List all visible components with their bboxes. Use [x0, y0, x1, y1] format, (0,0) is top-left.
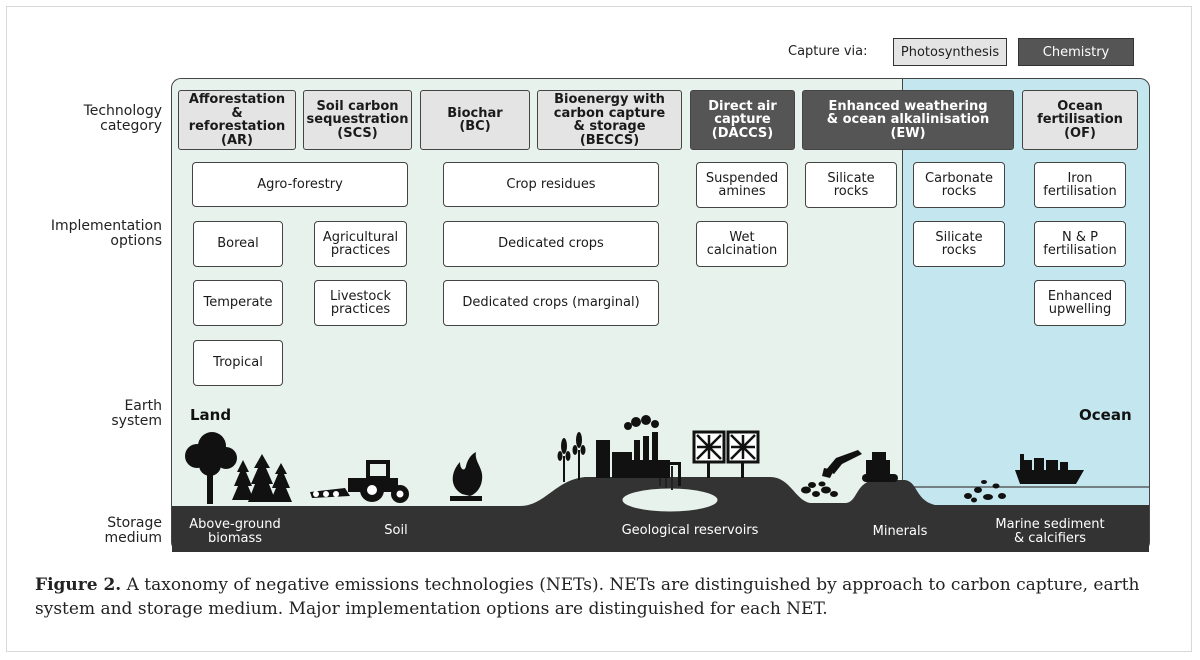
option-dedicated-crops-marginal: Dedicated crops (marginal)	[443, 280, 659, 326]
row-label-storage-medium: Storage medium	[104, 515, 162, 546]
option-silicate-rocks-ocean: Silicate rocks	[913, 221, 1005, 267]
reservoir-cavity	[621, 487, 719, 513]
storage-above-ground-biomass: Above-ground biomass	[189, 517, 281, 546]
row-label-technology-category: Technology category	[83, 103, 162, 134]
tractor-icon	[310, 460, 409, 503]
option-dedicated-crops: Dedicated crops	[443, 221, 659, 267]
category-bc: Biochar (BC)	[420, 90, 530, 150]
option-agro-forestry: Agro-forestry	[192, 162, 408, 207]
storage-marine-sediment: Marine sediment & calcifiers	[995, 517, 1105, 546]
option-np-fertilisation: N & P fertilisation	[1034, 221, 1126, 267]
category-ar: Afforestation & reforestation (AR)	[178, 90, 296, 150]
storage-minerals: Minerals	[872, 524, 928, 539]
figure-label: Figure 2.	[35, 575, 122, 595]
option-suspended-amines: Suspended amines	[696, 162, 788, 208]
category-beccs: Bioenergy with carbon capture & storage …	[537, 90, 682, 150]
fan-icon	[692, 430, 760, 478]
storage-soil: Soil	[384, 523, 408, 538]
figure-frame	[6, 6, 1192, 652]
legend-chemistry: Chemistry	[1018, 38, 1134, 66]
ground-surface	[172, 477, 1149, 552]
excavator-icon	[822, 450, 898, 482]
option-carbonate-rocks: Carbonate rocks	[913, 162, 1005, 208]
option-temperate: Temperate	[193, 280, 283, 326]
option-boreal: Boreal	[193, 221, 283, 267]
option-iron-fertilisation: Iron fertilisation	[1034, 162, 1126, 208]
category-scs: Soil carbon sequestration (SCS)	[303, 90, 412, 150]
option-livestock-practices: Livestock practices	[314, 280, 407, 326]
option-wet-calcination: Wet calcination	[696, 221, 788, 267]
option-enhanced-upwelling: Enhanced upwelling	[1034, 280, 1126, 326]
option-tropical: Tropical	[193, 340, 283, 386]
category-daccs: Direct air capture (DACCS)	[690, 90, 795, 150]
figure-caption: Figure 2. A taxonomy of negative emissio…	[35, 573, 1175, 621]
fire-icon	[450, 452, 483, 501]
legend-capture-label: Capture via:	[788, 44, 868, 59]
option-crop-residues: Crop residues	[443, 162, 659, 207]
row-label-implementation-options: Implementation options	[50, 218, 162, 249]
option-agricultural-practices: Agricultural practices	[314, 221, 407, 267]
pine-trees-icon	[232, 454, 292, 502]
category-ew: Enhanced weathering & ocean alkalinisati…	[802, 90, 1014, 150]
earth-system-land: Land	[190, 406, 232, 424]
row-label-earth-system: Earth system	[111, 398, 162, 429]
legend-photosynthesis: Photosynthesis	[893, 38, 1007, 66]
rocks-icon	[801, 481, 838, 497]
tree-icon	[185, 432, 237, 504]
ocean-rocks-icon	[964, 480, 1006, 503]
wheat-icon	[557, 432, 586, 482]
category-of: Ocean fertilisation (OF)	[1022, 90, 1138, 150]
storage-geological-reservoirs: Geological reservoirs	[621, 523, 759, 538]
caption-text: A taxonomy of negative emissions technol…	[35, 575, 1140, 619]
earth-system-ocean: Ocean	[1079, 406, 1132, 424]
factory-icon	[596, 415, 681, 486]
option-silicate-rocks-land: Silicate rocks	[805, 162, 897, 208]
ship-icon	[1015, 454, 1084, 484]
